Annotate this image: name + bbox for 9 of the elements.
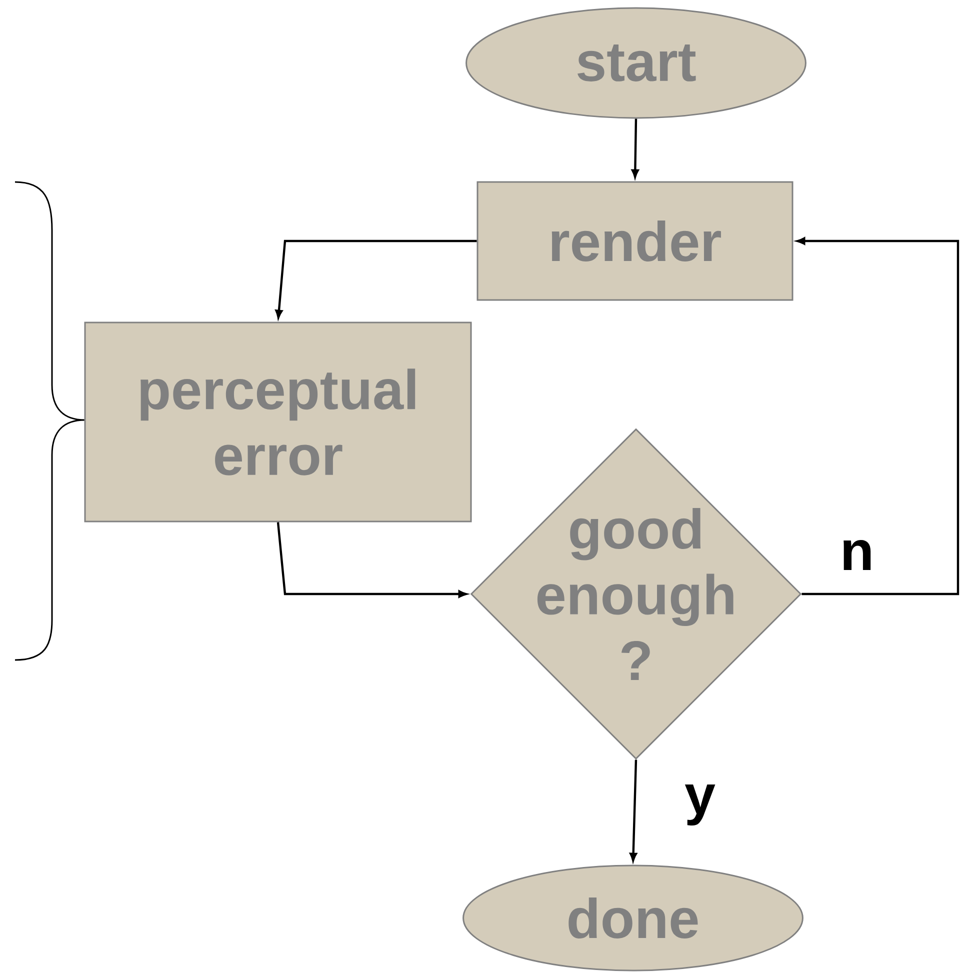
arrow bbox=[276, 522, 467, 598]
arrow bbox=[630, 760, 638, 862]
process-box: render bbox=[476, 181, 794, 301]
edge-label: y bbox=[683, 783, 716, 827]
edge-label: n bbox=[838, 538, 876, 572]
process-box: perceptual error bbox=[84, 322, 472, 522]
arrow bbox=[275, 240, 477, 318]
arrow bbox=[631, 118, 639, 178]
arrow bbox=[796, 237, 960, 596]
